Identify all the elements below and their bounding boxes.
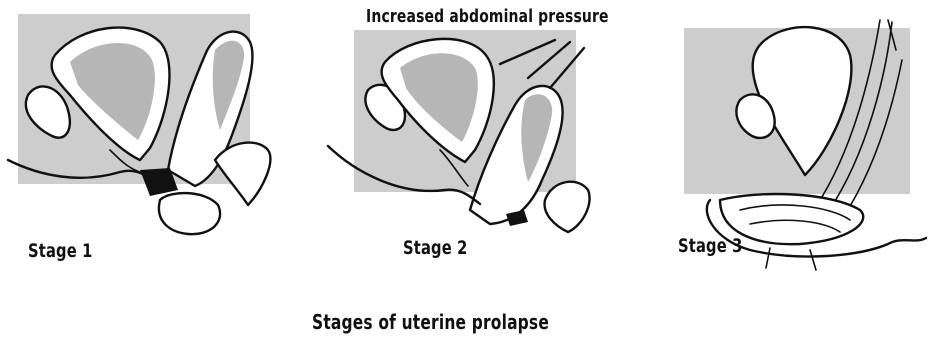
figure-caption: Stages of uterine prolapse: [312, 310, 549, 334]
stage-1-illustration: [0, 0, 300, 250]
stage-1-label: Stage 1: [28, 240, 93, 262]
stage-2-label: Stage 2: [403, 237, 468, 259]
stage-3-label: Stage 3: [678, 235, 743, 257]
stage-2-illustration: [320, 0, 620, 250]
pressure-annotation: Increased abdominal pressure: [366, 6, 609, 27]
